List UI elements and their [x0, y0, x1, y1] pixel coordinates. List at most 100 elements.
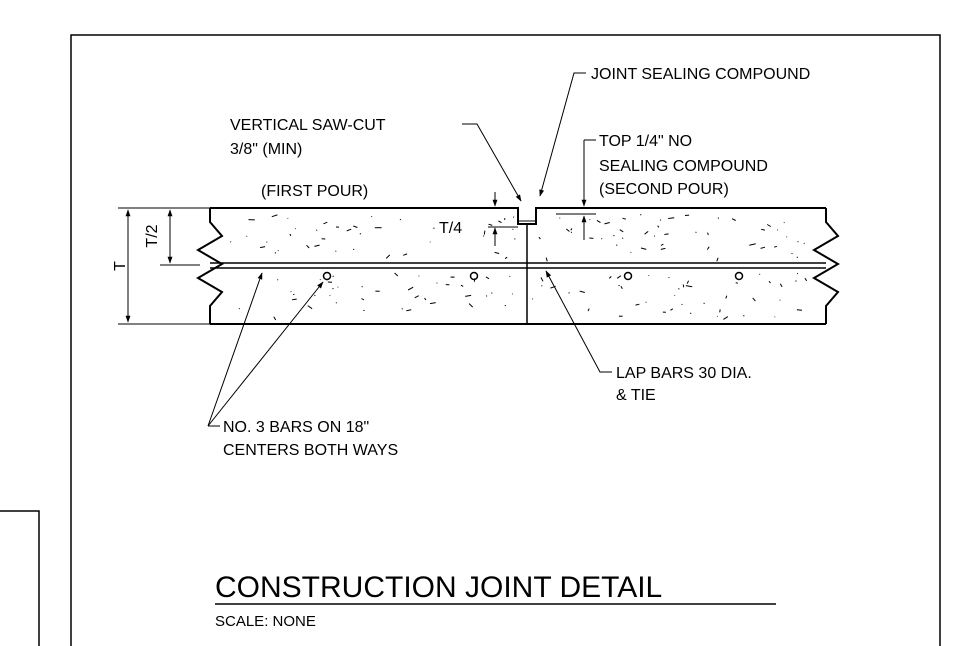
rebar-dot: [322, 271, 332, 281]
slab-top-edge: [210, 207, 826, 225]
aggregate-speck: [289, 233, 292, 237]
aggregate-speck: [749, 243, 756, 246]
aggregate-speck: [779, 283, 783, 288]
aggregate-speck: [314, 244, 320, 247]
aggregate-speck: [307, 305, 313, 310]
aggregate-speck: [608, 276, 612, 279]
lap-bars-label-line1: LAP BARS 30 DIA.: [616, 365, 752, 382]
aggregate-speck: [644, 231, 649, 235]
aggregate-speck: [485, 276, 490, 280]
joint-sealing-compound-label: JOINT SEALING COMPOUND: [591, 66, 810, 83]
aggregate-speck: [346, 228, 352, 232]
aggregate-speck: [260, 246, 266, 249]
t-quarter-label: T/4: [439, 220, 462, 237]
bars-leader-2: [207, 281, 324, 427]
aggregate-speck: [238, 308, 241, 310]
aggregate-speck: [424, 297, 427, 301]
dimension-top-seal: [556, 139, 596, 240]
aggregate-speck: [406, 309, 412, 312]
scale-note: SCALE: NONE: [215, 613, 316, 630]
aggregate-speck: [371, 215, 373, 218]
aggregate-speck: [660, 247, 666, 250]
aggregate-speck: [635, 303, 640, 306]
rebar-spec-line1: NO. 3 BARS ON 18": [223, 419, 369, 436]
aggregate-speck: [306, 244, 310, 249]
aggregate-speck: [319, 278, 321, 281]
aggregate-speck: [604, 222, 610, 225]
aggregate-speck: [803, 242, 805, 244]
lap-bars-leader: [545, 270, 612, 373]
saw-cut-leader: [462, 123, 522, 202]
aggregate-speck: [657, 225, 660, 228]
lap-bars-label-line2: & TIE: [616, 387, 656, 404]
aggregate-speck: [796, 309, 803, 311]
aggregate-speck: [514, 238, 516, 240]
aggregate-speck: [468, 303, 474, 308]
first-pour-label: (FIRST POUR): [261, 183, 368, 200]
aggregate-speck: [686, 280, 690, 284]
aggregate-speck: [768, 280, 771, 284]
aggregate-speck: [273, 316, 277, 321]
aggregate-speck: [731, 218, 736, 221]
aggregate-speck: [403, 253, 408, 256]
aggregate-speck: [353, 225, 358, 228]
aggregate-speck: [579, 290, 585, 293]
aggregate-speck: [640, 247, 647, 250]
rebar-dot: [623, 271, 633, 281]
aggregate-speck: [512, 216, 515, 218]
aggregate-speck: [540, 277, 544, 282]
aggregate-speck: [797, 240, 799, 243]
aggregate-speck: [504, 256, 508, 260]
right-break-line: [812, 208, 840, 324]
aggregate-speck: [483, 230, 486, 235]
sheet-border: [70, 34, 941, 646]
aggregate-speck: [335, 302, 337, 304]
aggregate-speck: [491, 292, 493, 294]
aggregate-speck: [488, 223, 493, 226]
aggregate-speck: [760, 246, 766, 249]
aggregate-speck: [761, 228, 765, 231]
aggregate-speck: [436, 282, 438, 284]
aggregate-speck: [645, 301, 647, 303]
aggregate-speck: [494, 251, 500, 254]
second-pour-label: (SECOND POUR): [599, 181, 729, 198]
vertical-saw-cut-label: VERTICAL SAW-CUT: [230, 117, 386, 134]
aggregate-speck: [668, 276, 670, 279]
aggregate-speck: [725, 295, 728, 299]
aggregate-speck: [429, 302, 436, 305]
concrete-slab: [196, 207, 840, 325]
aggregate-speck: [460, 284, 464, 287]
aggregate-speck: [570, 228, 573, 231]
vertical-saw-cut-size-label: 3/8" (MIN): [230, 141, 302, 158]
dimension-t-quarter: [488, 192, 518, 246]
aggregate-speck: [414, 295, 419, 299]
aggregate-speck: [498, 220, 502, 224]
aggregate-speck: [596, 219, 601, 224]
aggregate-speck: [385, 254, 391, 259]
left-break-line: [196, 208, 224, 324]
aggregate-speck: [659, 219, 662, 221]
aggregate-speck: [664, 233, 669, 235]
aggregate-speck: [774, 245, 778, 248]
aggregate-speck: [719, 309, 721, 313]
aggregate-speck: [277, 279, 279, 281]
aggregate-speck: [619, 229, 624, 233]
aggregate-speck: [622, 217, 626, 220]
aggregate-speck: [653, 235, 656, 237]
aggregate-speck: [407, 286, 414, 291]
top-seal-note-line1: TOP 1/4" NO: [599, 133, 692, 150]
aggregate-speck: [682, 284, 685, 288]
dimension-t: [118, 207, 210, 325]
concrete-aggregate-hatch: [230, 214, 808, 321]
aggregate-speck: [660, 243, 664, 246]
aggregate-speck: [620, 286, 623, 290]
aggregate-speck: [779, 299, 781, 301]
aggregate-speck: [668, 217, 675, 219]
aggregate-speck: [538, 236, 541, 240]
aggregate-speck: [292, 298, 297, 301]
aggregate-speck: [271, 214, 278, 218]
aggregate-speck: [777, 229, 779, 231]
aggregate-speck: [503, 217, 506, 221]
aggregate-speck: [323, 221, 328, 225]
